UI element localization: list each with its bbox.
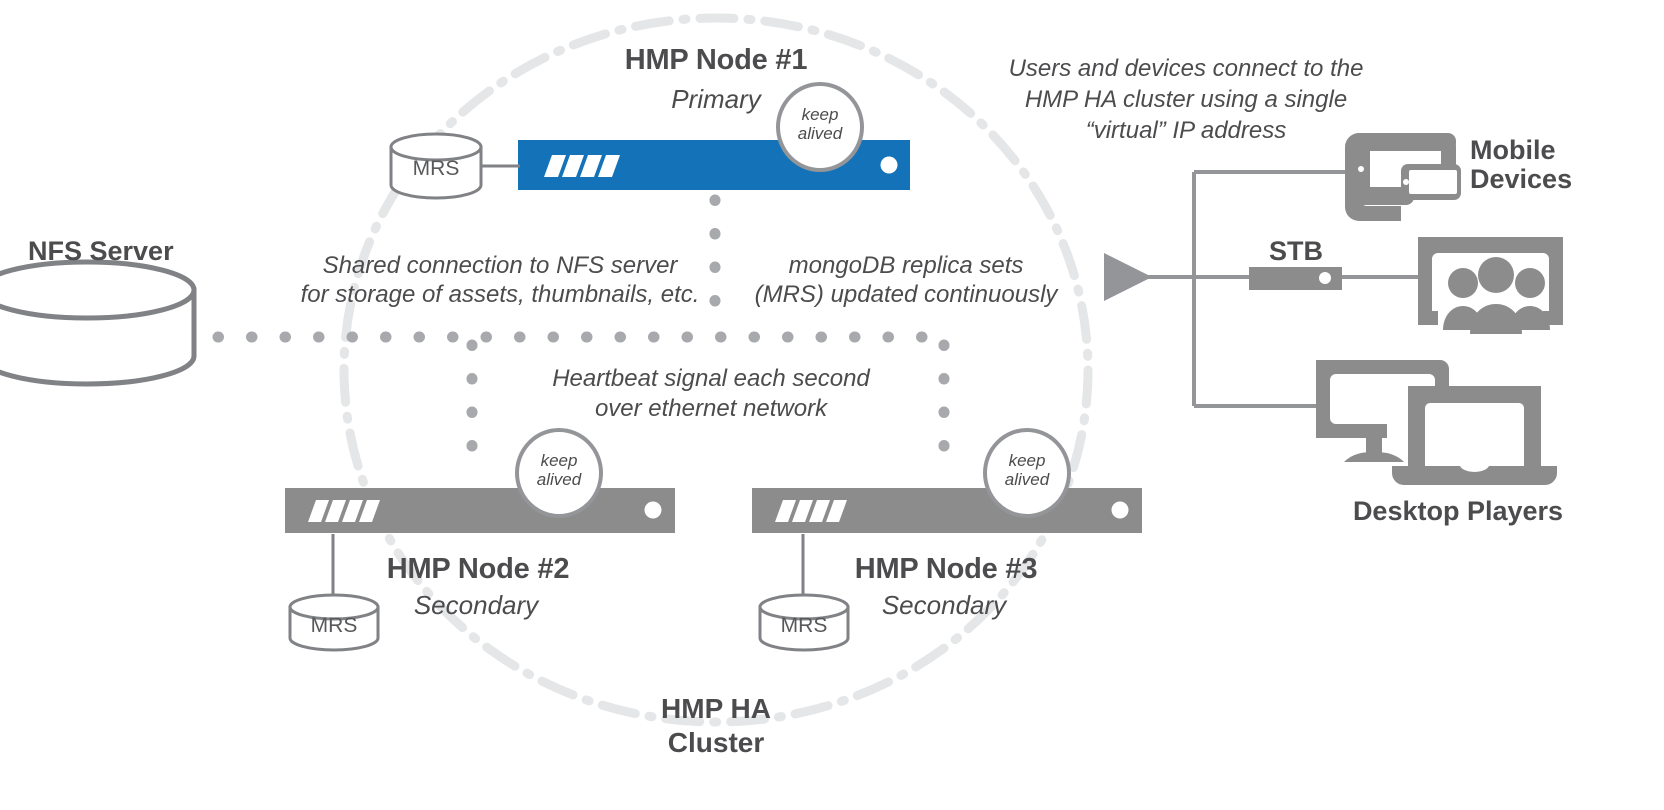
heartbeat-note-line1: Heartbeat signal each second bbox=[552, 365, 870, 392]
mobile-devices-label-line2: Devices bbox=[1470, 164, 1573, 194]
node1-role: Primary bbox=[671, 84, 761, 114]
nfs-server-label: NFS Server bbox=[28, 236, 174, 266]
desktop-players-label: Desktop Players bbox=[1352, 496, 1564, 526]
tv-viewers-icon bbox=[1418, 237, 1563, 334]
node1-keepalived-label-1: keep bbox=[801, 105, 839, 124]
mobile-devices-label-line1: Mobile bbox=[1470, 135, 1556, 165]
mobile-devices-icon bbox=[1345, 133, 1461, 221]
nfs-note-line1: Shared connection to NFS server bbox=[322, 252, 678, 279]
node2-keepalived-label-2: alived bbox=[536, 470, 582, 489]
node2-keepalived-badge bbox=[515, 428, 603, 518]
node3-title: HMP Node #3 bbox=[854, 553, 1038, 585]
nfs-server-cylinder bbox=[0, 259, 197, 387]
node3-keepalived-badge bbox=[983, 428, 1071, 518]
node2-role: Secondary bbox=[413, 590, 539, 620]
node1-keepalived-label-2: alived bbox=[797, 124, 843, 143]
node1-keepalived-badge bbox=[776, 82, 864, 172]
node2-server-bar bbox=[285, 488, 675, 533]
stb-label: STB bbox=[1269, 236, 1323, 266]
node1-title: HMP Node #1 bbox=[624, 44, 808, 76]
mongo-note-line1: mongoDB replica sets bbox=[788, 252, 1024, 279]
node3-keepalived-label-1: keep bbox=[1008, 451, 1046, 470]
node1-server-bar bbox=[518, 140, 910, 190]
node1-mrs-label: MRS bbox=[412, 157, 460, 180]
node3-mrs-cylinder bbox=[758, 593, 850, 652]
node3-keepalived-label-2: alived bbox=[1004, 470, 1050, 489]
node2-title: HMP Node #2 bbox=[386, 553, 570, 585]
node1-mrs-cylinder bbox=[389, 132, 483, 200]
node2-mrs-cylinder bbox=[288, 593, 380, 652]
set-top-box-icon bbox=[1249, 267, 1342, 290]
cluster-label-line2: Cluster bbox=[667, 727, 765, 758]
cluster-boundary bbox=[339, 13, 1093, 727]
cluster-label-line1: HMP HA bbox=[661, 693, 771, 724]
node3-server-bar bbox=[752, 488, 1142, 533]
vip-note-line3: “virtual” IP address bbox=[1085, 117, 1287, 144]
nfs-note-line2: for storage of assets, thumbnails, etc. bbox=[300, 281, 700, 308]
mongo-note-line2: (MRS) updated continuously bbox=[754, 281, 1058, 308]
vip-note-line1: Users and devices connect to the bbox=[1008, 55, 1364, 82]
client-network-lines bbox=[1104, 170, 1420, 408]
heartbeat-note-line2: over ethernet network bbox=[594, 395, 828, 422]
node3-mrs-label: MRS bbox=[780, 614, 828, 637]
node2-keepalived-label-1: keep bbox=[540, 451, 578, 470]
node2-mrs-label: MRS bbox=[310, 614, 358, 637]
node3-role: Secondary bbox=[881, 590, 1007, 620]
vip-note-line2: HMP HA cluster using a single bbox=[1024, 86, 1348, 113]
monitor-laptop-icon bbox=[1316, 360, 1557, 485]
